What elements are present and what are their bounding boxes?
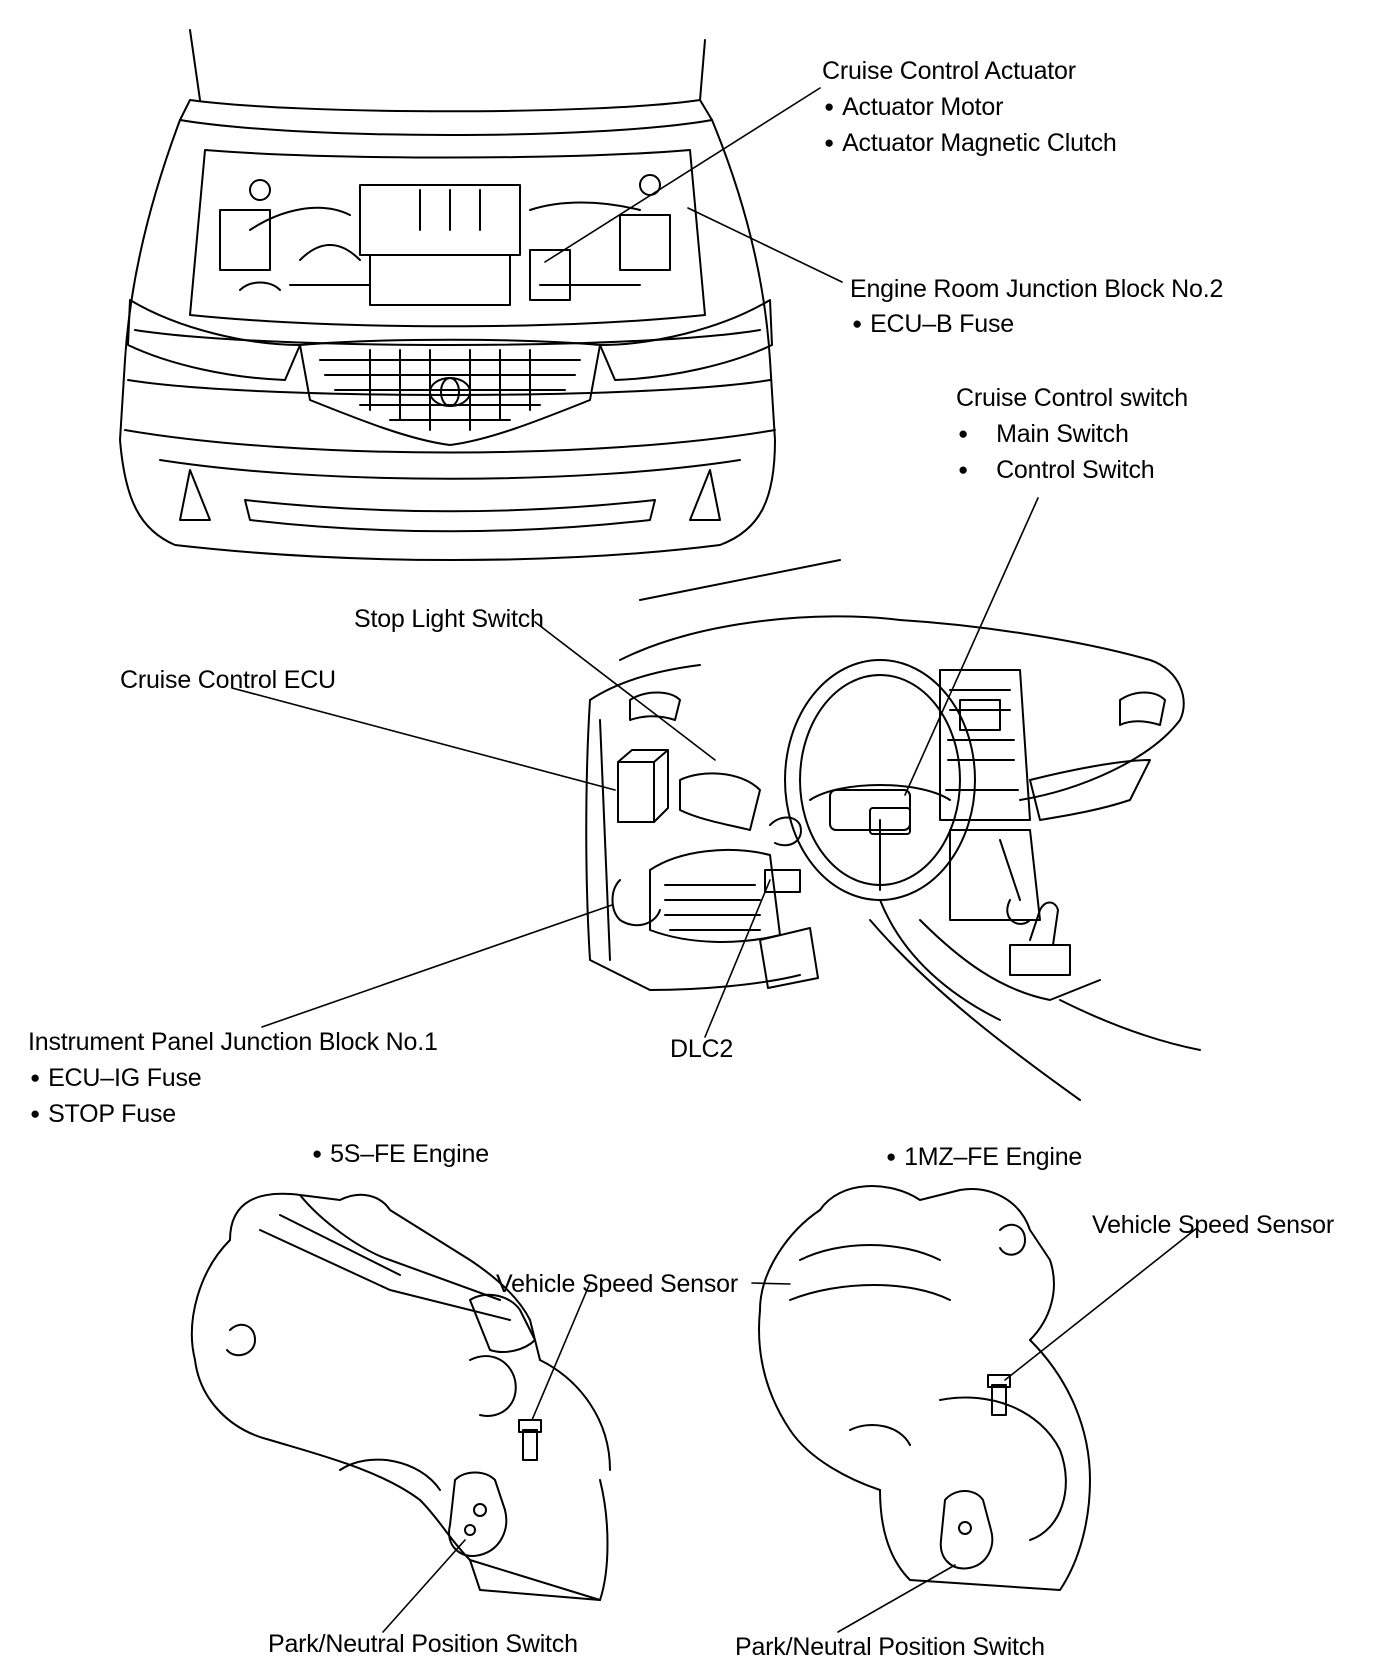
leader-lines bbox=[231, 87, 1198, 1633]
label-cruise-control-actuator: Cruise Control Actuator bbox=[822, 57, 1076, 85]
label-cruise-control-switch: Cruise Control switch bbox=[956, 384, 1188, 412]
dashboard-illustration bbox=[585, 559, 1201, 1101]
label-ecu-ig-fuse: ECU–IG Fuse bbox=[30, 1061, 202, 1098]
label-instrument-panel-junction-block: Instrument Panel Junction Block No.1 bbox=[28, 1028, 438, 1056]
label-vehicle-speed-sensor-1mz: Vehicle Speed Sensor bbox=[1092, 1211, 1335, 1239]
engine-5sfe-illustration bbox=[191, 1192, 611, 1601]
label-stop-fuse: STOP Fuse bbox=[30, 1097, 176, 1134]
label-cruise-control-ecu: Cruise Control ECU bbox=[120, 666, 336, 694]
label-main-switch: Main Switch bbox=[958, 417, 1129, 454]
label-5s-fe-engine: 5S–FE Engine bbox=[312, 1137, 489, 1174]
label-stop-light-switch: Stop Light Switch bbox=[354, 605, 544, 633]
label-ecu-b-fuse: ECU–B Fuse bbox=[852, 307, 1014, 344]
label-vehicle-speed-sensor-5s: Vehicle Speed Sensor bbox=[496, 1270, 739, 1298]
label-dlc2: DLC2 bbox=[670, 1035, 734, 1063]
engine-1mzfe-illustration bbox=[758, 1185, 1091, 1591]
label-1mz-fe-engine: 1MZ–FE Engine bbox=[886, 1140, 1082, 1177]
label-control-switch: Control Switch bbox=[958, 453, 1155, 490]
label-park-neutral-switch-5s: Park/Neutral Position Switch bbox=[268, 1630, 578, 1658]
car-front-illustration bbox=[119, 29, 776, 561]
label-actuator-magnetic-clutch: Actuator Magnetic Clutch bbox=[824, 126, 1117, 163]
label-engine-room-junction-block: Engine Room Junction Block No.2 bbox=[850, 275, 1224, 303]
label-park-neutral-switch-1mz: Park/Neutral Position Switch bbox=[735, 1633, 1045, 1661]
label-actuator-motor: Actuator Motor bbox=[824, 90, 1003, 127]
